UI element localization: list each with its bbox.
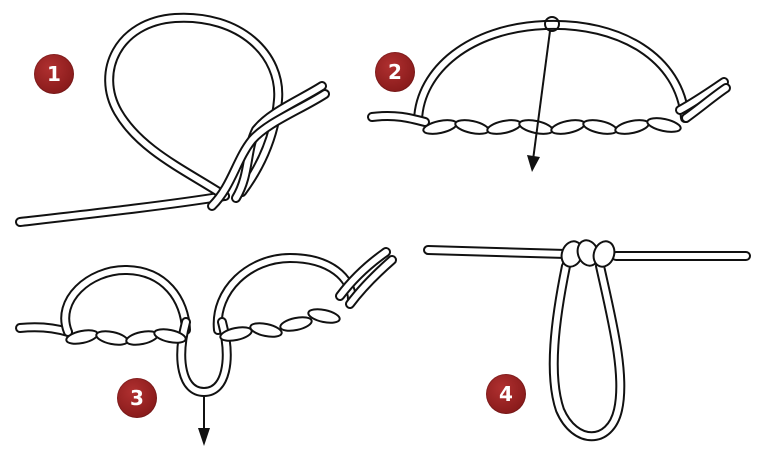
step-4-knot-wraps xyxy=(560,239,616,268)
step-badge-4: 4 xyxy=(486,374,526,414)
step-1-loop xyxy=(15,12,330,227)
arrow-down-icon xyxy=(198,428,210,446)
step-badge-1: 1 xyxy=(34,54,74,94)
pin-hole-icon xyxy=(544,16,560,32)
arrow-down-icon xyxy=(527,155,540,172)
step-3-loops xyxy=(15,247,397,446)
step-badge-3: 3 xyxy=(117,378,157,418)
step-3-twist-segments xyxy=(65,308,341,346)
step-4-finished-knot xyxy=(423,239,751,442)
step-2-twist-segments xyxy=(422,117,682,135)
step-badge-2: 2 xyxy=(375,52,415,92)
step-2-twist xyxy=(367,16,731,172)
pin-line xyxy=(532,30,551,161)
